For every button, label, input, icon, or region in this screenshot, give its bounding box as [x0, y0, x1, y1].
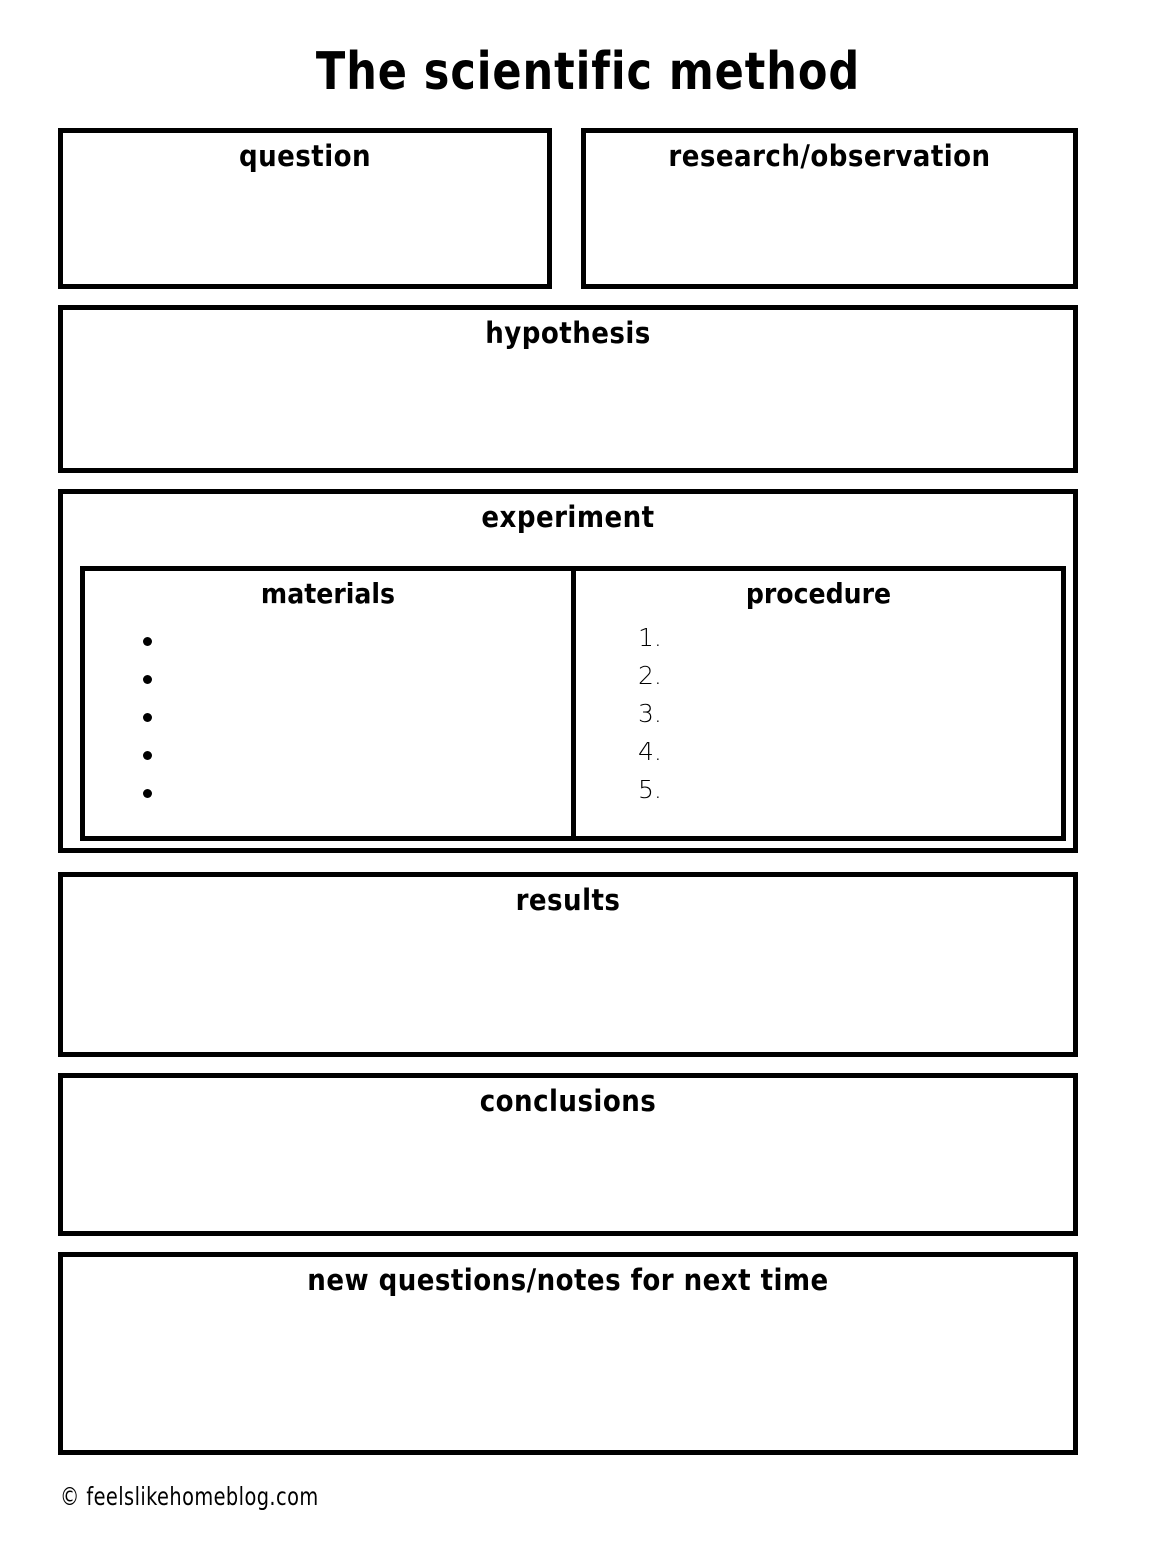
materials-column[interactable]: materials	[85, 571, 571, 836]
list-item[interactable]: 1.	[638, 623, 662, 652]
column-divider	[571, 571, 576, 836]
list-item[interactable]: 3.	[638, 699, 662, 728]
new-questions-box[interactable]: new questions/notes for next time	[58, 1252, 1078, 1455]
conclusions-box[interactable]: conclusions	[58, 1073, 1078, 1236]
question-box[interactable]: question	[58, 128, 552, 289]
list-item[interactable]: 2.	[638, 661, 662, 690]
experiment-inner-panel: materials procedure 1. 2. 3. 4. 5.	[80, 566, 1066, 841]
conclusions-label: conclusions	[479, 1084, 657, 1118]
research-observation-box[interactable]: research/observation	[581, 128, 1078, 289]
page-title: The scientific method	[315, 42, 861, 102]
procedure-number-list: 1. 2. 3. 4. 5.	[638, 619, 662, 809]
materials-label: materials	[260, 577, 396, 610]
hypothesis-box[interactable]: hypothesis	[58, 305, 1078, 473]
results-label: results	[515, 883, 621, 917]
procedure-label: procedure	[745, 577, 892, 610]
hypothesis-label: hypothesis	[485, 316, 651, 350]
question-label: question	[238, 139, 372, 173]
procedure-column[interactable]: procedure 1. 2. 3. 4. 5.	[576, 571, 1061, 836]
research-observation-label: research/observation	[668, 139, 991, 173]
list-item[interactable]: 4.	[638, 737, 662, 766]
copyright-footer: © feelslikehomeblog.com	[60, 1482, 319, 1511]
results-box[interactable]: results	[58, 872, 1078, 1057]
list-item[interactable]: 5.	[638, 775, 662, 804]
new-questions-label: new questions/notes for next time	[307, 1263, 829, 1297]
experiment-label: experiment	[481, 500, 655, 534]
experiment-box[interactable]: experiment materials procedure 1. 2. 3. …	[58, 489, 1078, 853]
